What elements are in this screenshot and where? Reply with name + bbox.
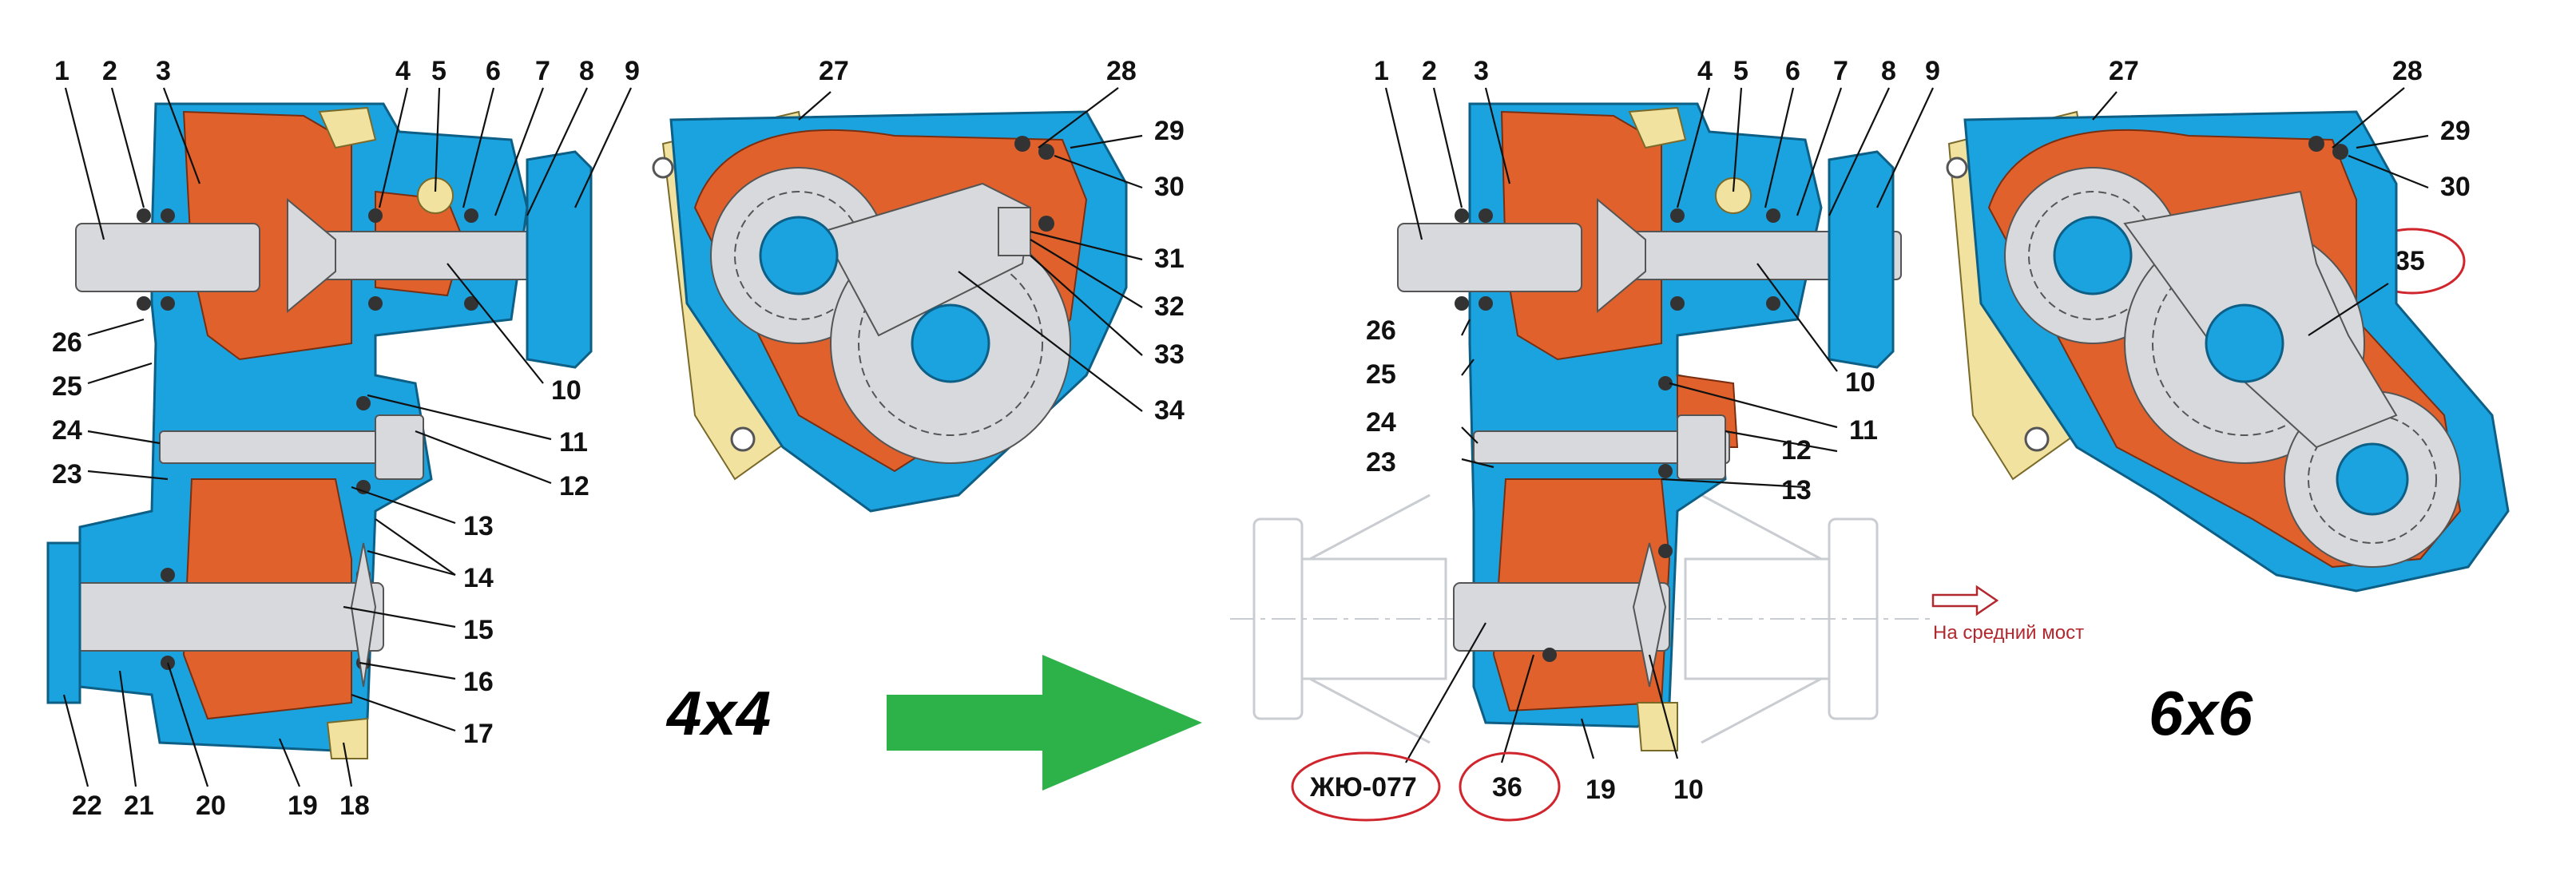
label-27: 27 <box>819 56 849 86</box>
label-1: 1 <box>1374 56 1389 86</box>
gear-labels-6x6: 27 28 29 30 <box>2109 56 2471 202</box>
leader-lines-6x6 <box>1384 87 1934 763</box>
label-5: 5 <box>1733 56 1748 86</box>
middle-axle-note: На средний мост <box>1933 622 2084 644</box>
label-3: 3 <box>156 56 171 86</box>
label-15: 15 <box>463 615 494 645</box>
label-4: 4 <box>1697 56 1713 86</box>
label-23: 23 <box>1366 447 1396 478</box>
caption-6x6: 6x6 <box>2149 678 2253 748</box>
label-14: 14 <box>463 563 494 593</box>
label-6: 6 <box>486 56 501 86</box>
label-27: 27 <box>2109 56 2139 86</box>
label-8: 8 <box>579 56 594 86</box>
transition-arrow <box>887 655 1202 791</box>
gear-train-view-4x4 <box>652 110 1128 513</box>
label-4: 4 <box>395 56 411 86</box>
part-labels-6x6: 1 2 3 4 5 6 7 8 9 10 11 12 13 19 10 23 2… <box>1366 56 1940 805</box>
label-31: 31 <box>1154 244 1185 274</box>
label-18: 18 <box>339 791 370 821</box>
label-19: 19 <box>288 791 318 821</box>
label-35: 35 <box>2395 246 2425 276</box>
label-9: 9 <box>625 56 640 86</box>
leader-lines-gears-4x4 <box>798 87 1143 412</box>
transfer-case-section-6x6 <box>1397 102 1902 751</box>
label-23: 23 <box>52 459 82 490</box>
label-32: 32 <box>1154 291 1185 322</box>
gear-labels-4x4: 27 28 29 30 31 32 33 34 <box>819 56 1185 426</box>
transfer-case-section-4x4 <box>46 102 593 759</box>
circled-annotations: ЖЮ-077 36 35 <box>1291 228 2466 822</box>
label-30: 30 <box>2440 172 2471 202</box>
label-10b: 10 <box>1673 775 1704 805</box>
label-33: 33 <box>1154 339 1185 370</box>
leader-lines-gears-6x6 <box>2092 87 2429 336</box>
label-24: 24 <box>1366 407 1396 438</box>
label-11: 11 <box>559 427 588 458</box>
label-19: 19 <box>1586 775 1616 805</box>
label-29: 29 <box>2440 116 2471 146</box>
label-3: 3 <box>1474 56 1489 86</box>
label-17: 17 <box>463 719 494 749</box>
bearing-balls-6x6 <box>1455 208 1780 662</box>
circle-mark-36 <box>1459 751 1561 822</box>
label-6: 6 <box>1785 56 1800 86</box>
circle-mark-zhyu <box>1291 751 1441 822</box>
label-9: 9 <box>1925 56 1940 86</box>
label-zhyu-077: ЖЮ-077 <box>1309 772 1417 803</box>
label-11: 11 <box>1849 415 1878 446</box>
label-2: 2 <box>1422 56 1437 86</box>
leader-lines-4x4 <box>62 87 632 787</box>
part-labels-4x4: 1 2 3 4 5 6 7 8 9 10 11 12 13 14 15 16 1… <box>52 56 640 821</box>
label-5: 5 <box>431 56 447 86</box>
label-30: 30 <box>1154 172 1185 202</box>
label-26: 26 <box>1366 315 1396 346</box>
label-21: 21 <box>124 791 154 821</box>
label-10: 10 <box>551 375 581 406</box>
label-12: 12 <box>559 471 589 501</box>
label-34: 34 <box>1154 395 1185 426</box>
label-26: 26 <box>52 327 82 358</box>
label-22: 22 <box>72 791 102 821</box>
caption-4x4: 4x4 <box>665 678 771 748</box>
middle-axle-arrow: На средний мост <box>1931 585 2084 644</box>
label-28: 28 <box>1106 56 1137 86</box>
label-20: 20 <box>196 791 226 821</box>
label-10: 10 <box>1845 367 1875 398</box>
label-12: 12 <box>1781 435 1812 466</box>
label-2: 2 <box>102 56 117 86</box>
label-24: 24 <box>52 415 82 446</box>
label-7: 7 <box>1833 56 1848 86</box>
label-1: 1 <box>54 56 69 86</box>
label-16: 16 <box>463 667 494 697</box>
label-13: 13 <box>1781 475 1812 505</box>
label-13: 13 <box>463 511 494 541</box>
label-8: 8 <box>1881 56 1896 86</box>
label-25: 25 <box>1366 359 1396 390</box>
label-29: 29 <box>1154 116 1185 146</box>
gear-train-view-6x6 <box>1946 110 2510 593</box>
label-7: 7 <box>535 56 550 86</box>
label-28: 28 <box>2392 56 2423 86</box>
label-25: 25 <box>52 371 82 402</box>
label-36: 36 <box>1492 772 1522 803</box>
